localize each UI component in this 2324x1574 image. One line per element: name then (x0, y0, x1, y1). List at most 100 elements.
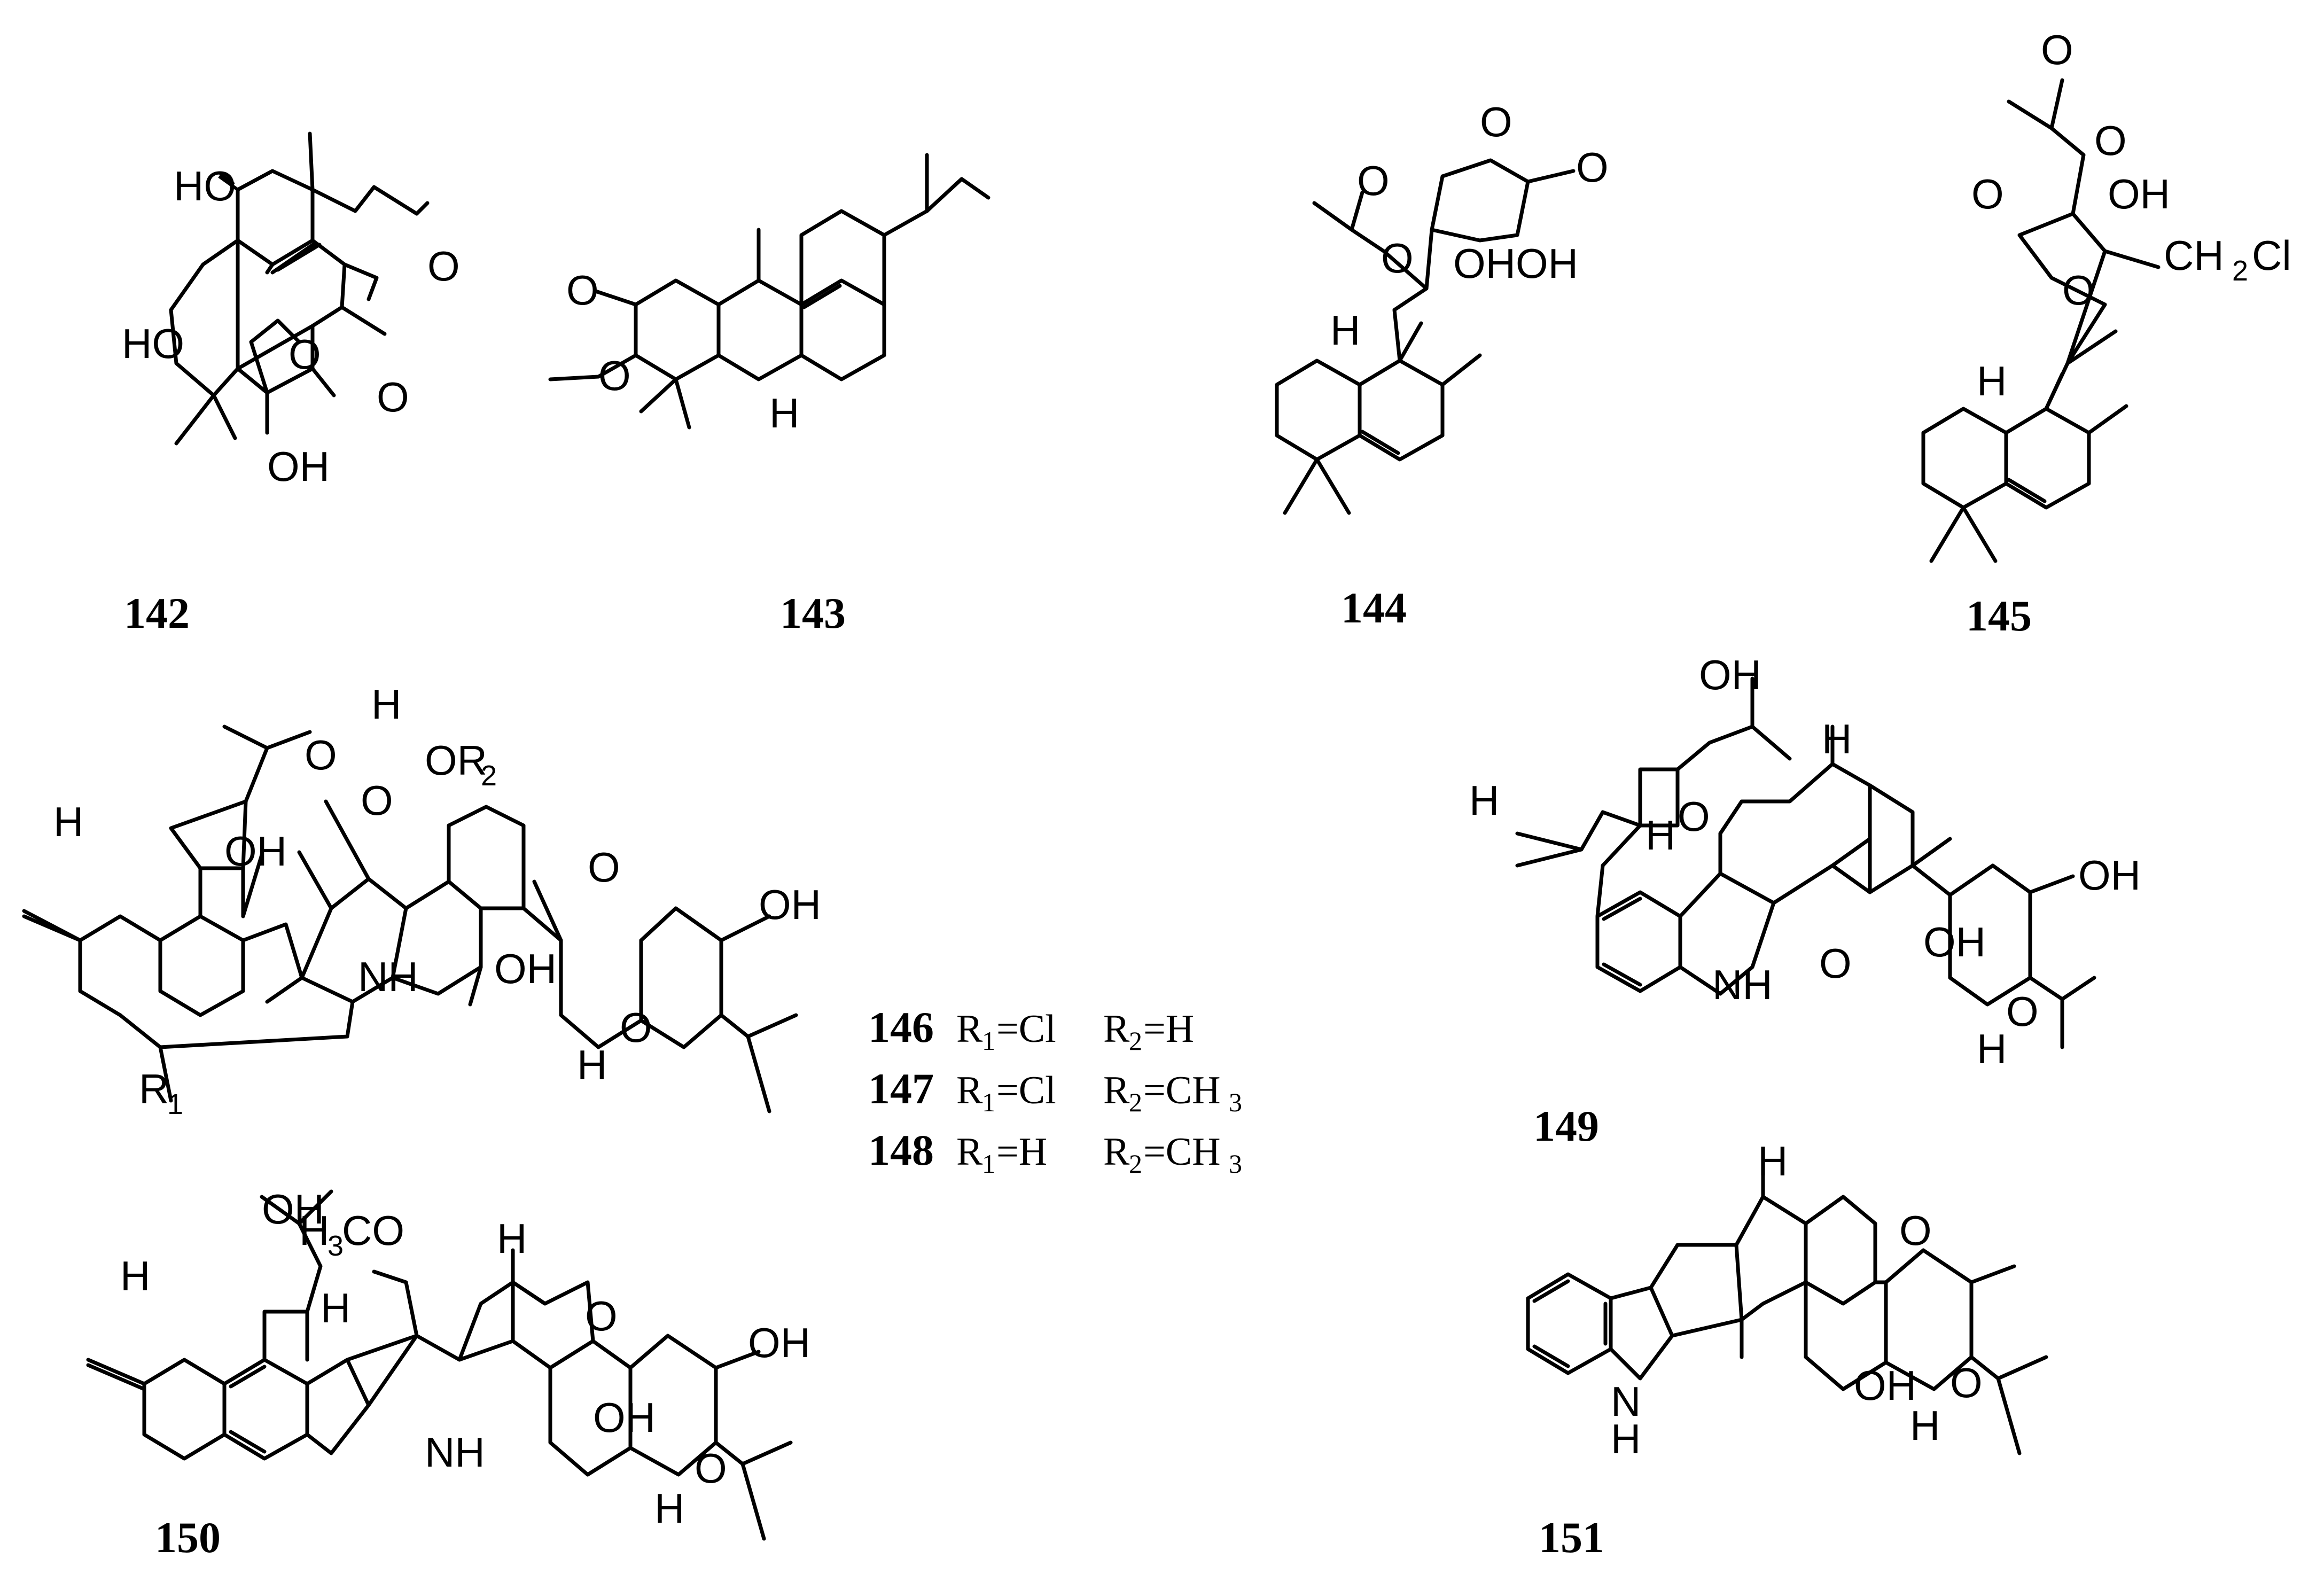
atom-label: O (1950, 1359, 1983, 1406)
atom-label: OH (1854, 1362, 1916, 1409)
atom-label: O (695, 1445, 727, 1492)
r2-ch3-subscript: 3 (1229, 1087, 1242, 1117)
r1-label: R (956, 1007, 983, 1051)
r2-value: =CH (1143, 1130, 1221, 1174)
atom-label: Cl (2252, 232, 2291, 279)
structure-142: HO HO OH O O O 142 (122, 131, 460, 637)
atom-label: H (577, 1041, 607, 1088)
table-compound-id: 147 (868, 1064, 934, 1113)
compound-label-145: 145 (1966, 591, 2032, 640)
r2-subscript: 2 (1129, 1026, 1142, 1056)
atom-label: NH (425, 1429, 485, 1476)
atom-label: O (620, 1004, 652, 1051)
r2-subscript: 2 (1129, 1149, 1142, 1179)
atom-label: H (769, 389, 799, 437)
atom-label: H (497, 1215, 527, 1262)
r2-subscript: 2 (1129, 1087, 1142, 1117)
structure-145: O O O O OH CH 2 Cl H 145 (1921, 26, 2291, 640)
r1-label: R (956, 1069, 983, 1112)
compound-label-149: 149 (1533, 1102, 1599, 1150)
table-compound-id: 146 (868, 1003, 934, 1051)
atom-label: O (427, 243, 460, 290)
r1-value: =H (996, 1130, 1047, 1174)
atom-subscript: 2 (481, 760, 497, 792)
atom-label: NH (358, 953, 418, 1000)
atom-label: O (585, 1292, 618, 1339)
structure-144: O O O O OHOH H 144 (1275, 98, 1609, 632)
r2-label: R (1103, 1130, 1130, 1174)
atom-label: O (377, 373, 409, 420)
atom-label: H (53, 798, 83, 845)
atom-label: O (1381, 235, 1414, 282)
atom-label: H (321, 1284, 350, 1331)
atom-label: H (1910, 1402, 1940, 1449)
structure-149: OH H H O H NH O OH OH O H 149 (1469, 651, 2141, 1150)
substituent-row-148: 148 R 1 =H R 2 =CH 3 (868, 1126, 1242, 1179)
r1-value: =Cl (996, 1069, 1056, 1112)
atom-label: O (2041, 26, 2073, 73)
atom-label: H (1330, 307, 1360, 354)
compound-label-143: 143 (780, 589, 846, 637)
atom-label: OH (748, 1319, 810, 1366)
atom-label: H (1758, 1137, 1788, 1185)
atom-label: CO (342, 1207, 404, 1254)
atom-label: O (1480, 98, 1512, 145)
r2-label: R (1103, 1007, 1130, 1051)
atom-label: O (566, 267, 599, 314)
compound-label-151: 151 (1539, 1513, 1604, 1562)
atom-label: OH (267, 443, 330, 490)
r2-value: =H (1143, 1007, 1194, 1051)
structure-146-148: H OH O H O OR 2 NH OH O OH O H R 1 (22, 681, 821, 1120)
atom-label: H (1977, 357, 2007, 404)
structure-150: OH H 3 CO H H H NH O OH OH O H 150 (86, 1186, 810, 1562)
atom-subscript: 3 (327, 1230, 344, 1262)
atom-label: R (139, 1065, 169, 1112)
atom-label: O (2062, 267, 2095, 314)
table-compound-id: 148 (868, 1126, 934, 1174)
atom-label: O (598, 352, 631, 399)
atom-label: O (2006, 988, 2039, 1035)
atom-label: OH (494, 945, 557, 992)
atom-label: OH (1699, 651, 1761, 698)
atom-label: O (1971, 170, 2004, 217)
r1-subscript: 1 (982, 1026, 995, 1056)
r1-value: =Cl (996, 1007, 1056, 1051)
structure-151: H N H OH O O H 151 (1526, 1137, 2048, 1562)
compound-label-150: 150 (155, 1513, 221, 1562)
atom-label: O (588, 844, 620, 891)
atom-label: H (371, 681, 401, 728)
atom-label: O (361, 777, 393, 824)
atom-label: OH (759, 881, 821, 928)
atom-label: H (1822, 715, 1852, 762)
atom-label: O (2094, 117, 2127, 164)
r1-label: R (956, 1130, 983, 1174)
atom-label: OH (224, 828, 287, 875)
atom-label: CH (2164, 232, 2224, 279)
structure-143: O O H 143 (548, 153, 991, 637)
atom-label: O (1357, 157, 1390, 204)
r2-ch3-subscript: 3 (1229, 1149, 1242, 1179)
atom-subscript: 2 (2232, 255, 2248, 287)
atom-label: O (1819, 940, 1852, 987)
r1-subscript: 1 (982, 1149, 995, 1179)
atom-label: O (288, 331, 321, 378)
atom-label: OH (2108, 170, 2170, 217)
atom-label: O (305, 731, 337, 778)
atom-label: OH (1923, 918, 1986, 965)
atom-label: H (1645, 812, 1675, 859)
r2-value: =CH (1143, 1069, 1221, 1112)
atom-label: OH (262, 1186, 324, 1233)
atom-label: O (1678, 793, 1710, 840)
atom-label: H (1977, 1025, 2007, 1072)
atom-label: OR (425, 737, 487, 784)
atom-label: HO (174, 162, 236, 209)
substituent-row-147: 147 R 1 =Cl R 2 =CH 3 (868, 1064, 1242, 1117)
atom-label: HO (122, 320, 184, 367)
compound-label-144: 144 (1341, 583, 1407, 632)
atom-label: H (1469, 777, 1499, 824)
atom-label: H (299, 1207, 329, 1254)
atom-label: OH (593, 1394, 656, 1441)
atom-label: OH (2078, 852, 2141, 899)
atom-label: H (120, 1252, 150, 1299)
r1-subscript: 1 (982, 1087, 995, 1117)
